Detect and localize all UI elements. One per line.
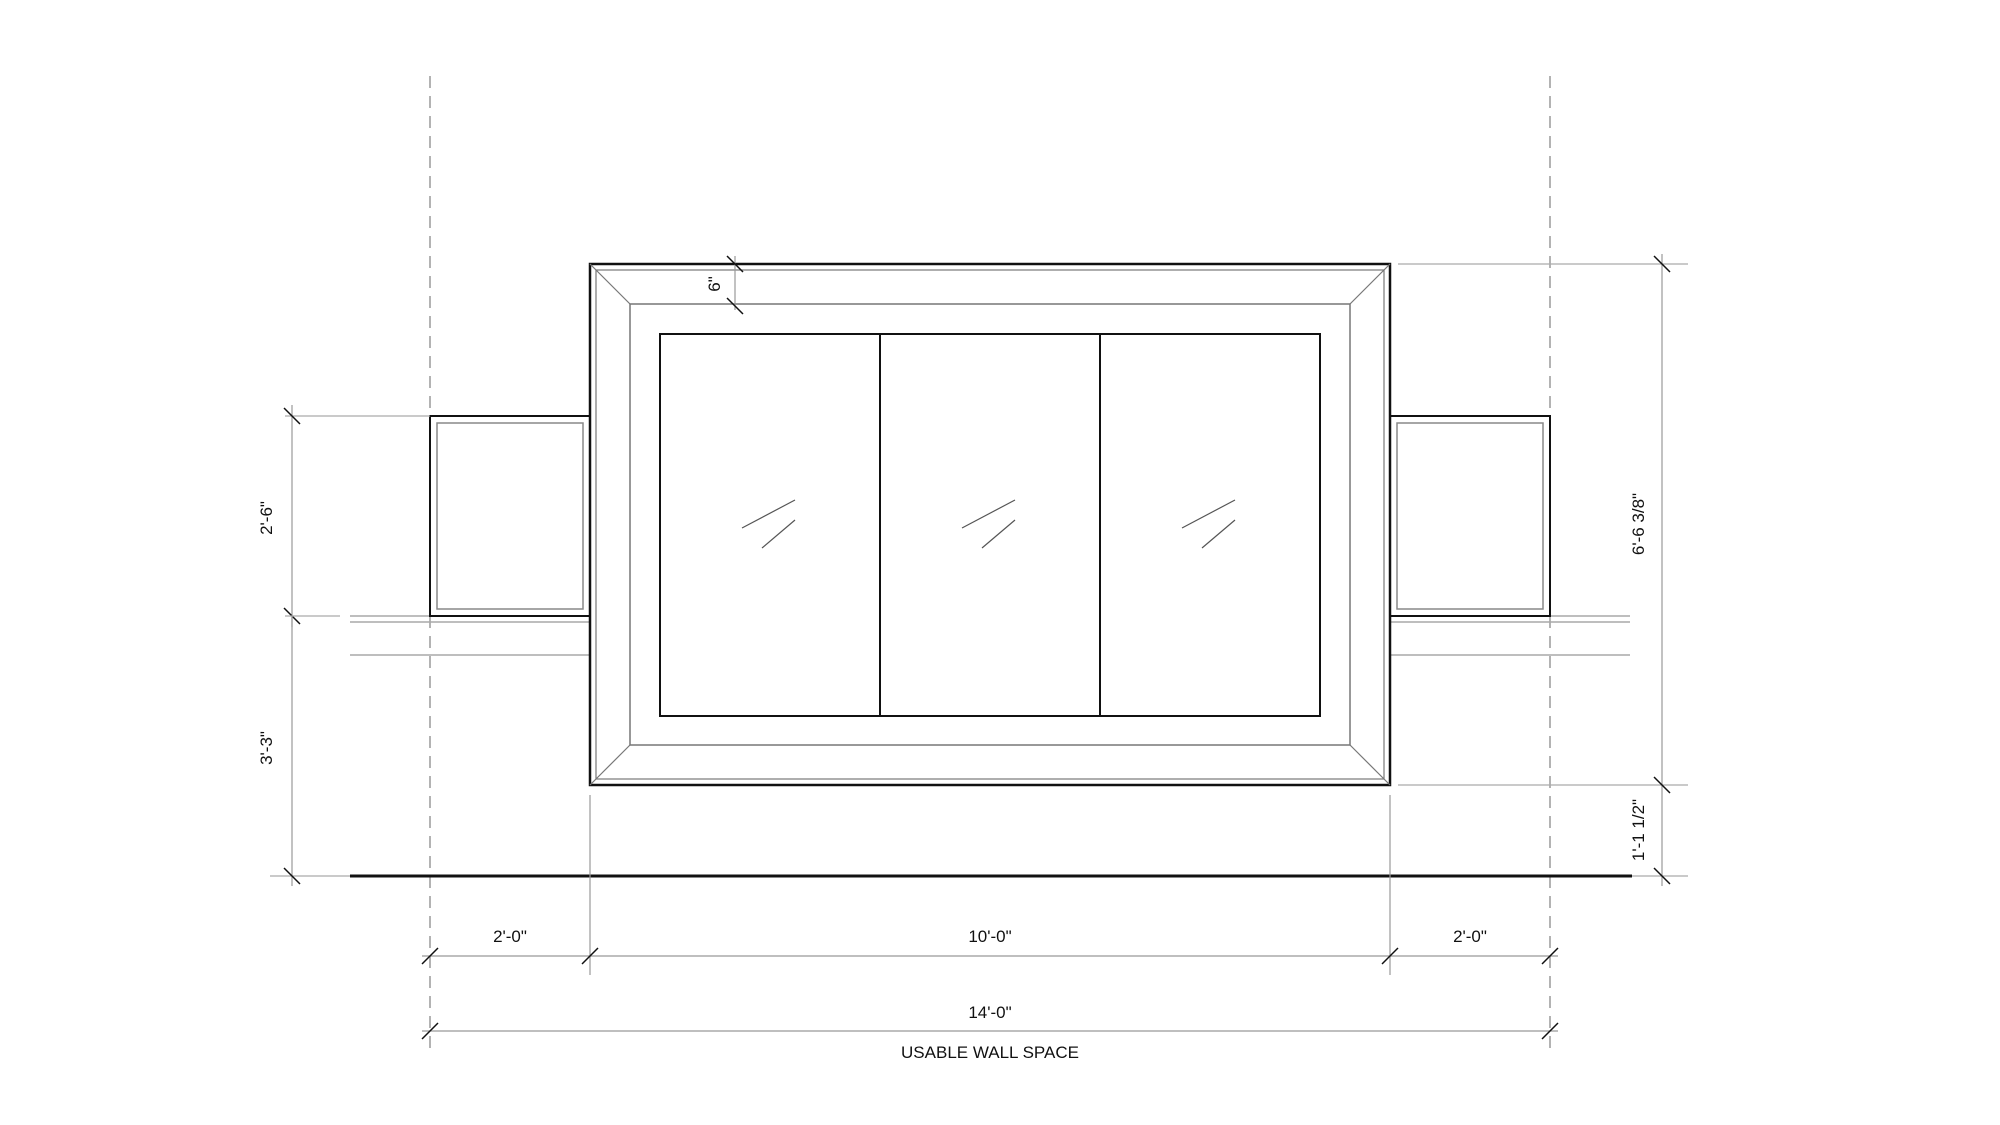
top-frame-depth-label: 6" (705, 276, 724, 292)
glass-panel-center (879, 333, 1101, 717)
total-width-dimension: 14'-0" USABLE WALL SPACE (421, 1003, 1559, 1062)
glass-panels (659, 333, 1321, 717)
right-box-width-label: 2'-0" (1453, 927, 1487, 946)
tv-height-label: 6'-6 3/8" (1629, 493, 1648, 555)
tv-height-dimension: 6'-6 3/8" (1398, 254, 1688, 886)
box-height-dimension: 2'-6" (257, 405, 430, 627)
wall-extent-lines (429, 76, 1551, 1052)
tv-elevation-label: 1'-1 1/2" (1629, 799, 1648, 861)
chair-rail (350, 615, 1630, 656)
glass-panel-left (659, 333, 881, 717)
usable-wall-space-caption: USABLE WALL SPACE (901, 1043, 1079, 1062)
tv-frame (588, 262, 1392, 787)
glass-panel-right (1099, 333, 1321, 717)
tv-width-label: 10'-0" (968, 927, 1011, 946)
tv-elevation-dimension: 1'-1 1/2" (1629, 799, 1688, 885)
box-elevation-dimension: 3'-3" (257, 615, 350, 886)
total-width-label: 14'-0" (968, 1003, 1011, 1022)
box-elevation-label: 3'-3" (257, 731, 276, 765)
box-height-label: 2'-6" (257, 501, 276, 535)
width-dimensions: 2'-0" 10'-0" 2'-0" (421, 795, 1559, 975)
left-cabinet (429, 415, 591, 617)
top-frame-dimension: 6" (705, 255, 744, 315)
glass-hatch-icon (741, 499, 1236, 549)
right-cabinet (1389, 415, 1551, 617)
left-box-width-label: 2'-0" (493, 927, 527, 946)
